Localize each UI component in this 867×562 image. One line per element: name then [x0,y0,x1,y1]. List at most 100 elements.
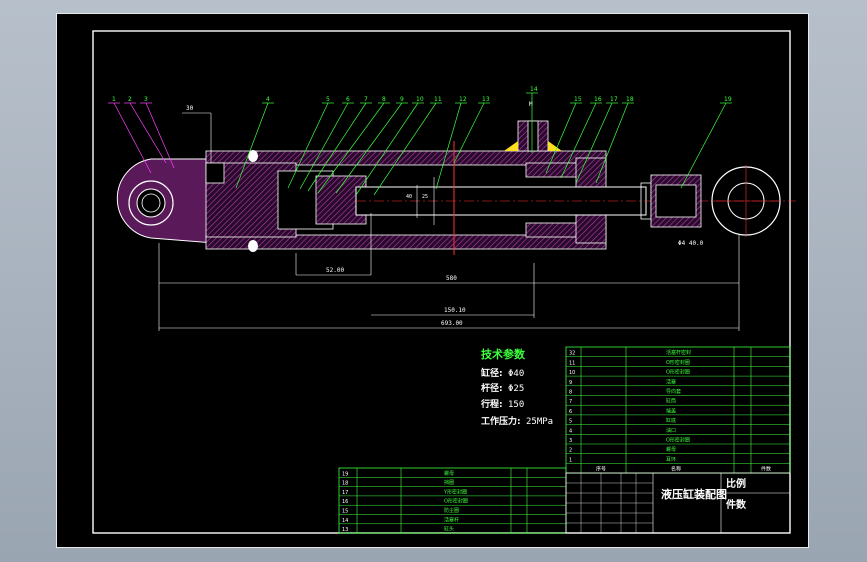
dim-middle: 580 [446,275,457,282]
balloon-12: 12 [459,96,467,103]
dim-stroke: 150.10 [444,307,466,314]
leader-line [287,102,329,189]
balloon-19: 19 [724,96,732,103]
balloon-9: 9 [400,96,404,103]
tech-stroke-label: 行程: [480,398,503,410]
part-name: 螺母 [666,446,676,453]
leader-line [453,102,485,164]
balloon-16: 16 [594,96,602,103]
part-no: 2 [569,448,572,454]
part-no: 11 [569,360,575,366]
balloon-11: 11 [434,96,442,103]
part-name: Y形密封圈 [443,488,467,495]
part-no: 32 [569,351,575,357]
part-name: 缸筒 [666,398,676,405]
dim-bore: 40 [406,194,412,200]
leader-line [317,102,385,194]
part-name: 耳环 [666,457,676,463]
balloon-2: 2 [128,96,132,103]
leader-line [560,102,597,179]
drawing-name: 液压缸装配图 [661,487,727,501]
leader-line [307,102,367,192]
part-no: 1 [569,457,572,463]
part-no: 10 [569,370,575,376]
part-no: 17 [342,490,348,496]
part-name: O形密封圈 [666,369,690,376]
leader-line [435,102,462,190]
leader-line [113,102,152,174]
balloon-4: 4 [266,96,270,103]
tech-pressure-value: 25MPa [526,417,553,427]
leader-line [235,102,269,189]
balloon-7: 7 [364,96,368,103]
part-name: 油口 [666,427,676,434]
balloon-1: 1 [112,96,116,103]
parts-upper-border [565,346,791,474]
part-no: 6 [569,409,572,415]
leader-line [595,102,629,184]
outer-frame [56,13,809,548]
balloon-14: 14 [530,86,538,93]
part-name: O形密封圈 [666,359,690,366]
leader-line [373,102,437,196]
balloon-8: 8 [382,96,386,103]
parts-header-no: 序号 [596,466,606,473]
title-block: 液压缸装配图 比例 件数 [565,472,791,534]
qty-label: 件数 [726,498,747,511]
part-name: 活塞 [666,378,676,385]
part-name: 活塞杆密封 [666,349,691,356]
part-name: 缸底 [666,417,676,424]
tech-pressure-label: 工作压力: [481,415,521,427]
part-no: 14 [342,518,348,524]
balloon-3: 3 [144,96,148,103]
leader-line [680,102,727,189]
part-no: 16 [342,499,348,505]
part-no: 19 [342,471,348,477]
leader-line [299,102,349,190]
part-name: 防尘圈 [444,507,459,514]
balloon-5: 5 [326,96,330,103]
drawing-sheet: 30 52.00 580 150.10 693.00 40 25 M Φ4 40… [56,13,809,548]
leader-line [335,102,403,194]
part-no: 7 [569,399,572,405]
dim-overall: 693.00 [441,320,463,327]
left-clevis [116,158,215,244]
part-name: 缸头 [444,526,454,533]
part-name: 导向套 [666,388,681,395]
oil-port [504,120,562,152]
part-name: 螺母 [444,470,454,477]
tech-rod-label: 杆径: [481,382,503,394]
inner-frame [92,30,791,534]
leader-line [545,102,577,174]
part-no: 5 [569,419,572,425]
dim-port: M [529,101,533,108]
part-no: 8 [569,390,572,396]
part-no: 13 [342,527,348,533]
dim-left-small: 52.00 [326,267,344,274]
leader-line [355,102,419,196]
dim-rod: 25 [422,194,428,200]
right-eye [711,165,781,237]
balloon-17: 17 [610,96,618,103]
leader-line [575,102,613,184]
dimension-lines [158,112,740,331]
parts-header-qty: 件数 [761,466,771,473]
scale-label: 比例 [726,477,746,490]
part-name: O形密封圈 [444,498,468,505]
piston-rod [355,174,796,228]
part-no: 9 [569,380,572,386]
part-no: 3 [569,438,572,444]
parts-header-name: 名称 [671,466,681,473]
part-no: 4 [569,428,572,434]
tech-bore-label: 缸径: [480,367,503,379]
part-no: 18 [342,481,348,487]
part-name: 端盖 [666,407,676,414]
balloon-18: 18 [626,96,634,103]
part-name: 挡圈 [444,479,454,486]
technical-params: 技术参数 缸径: Φ40 杆径: Φ25 行程: 150 工作压力: 25MPa [480,347,553,427]
part-no: 15 [342,509,348,515]
leader-line [129,102,167,164]
